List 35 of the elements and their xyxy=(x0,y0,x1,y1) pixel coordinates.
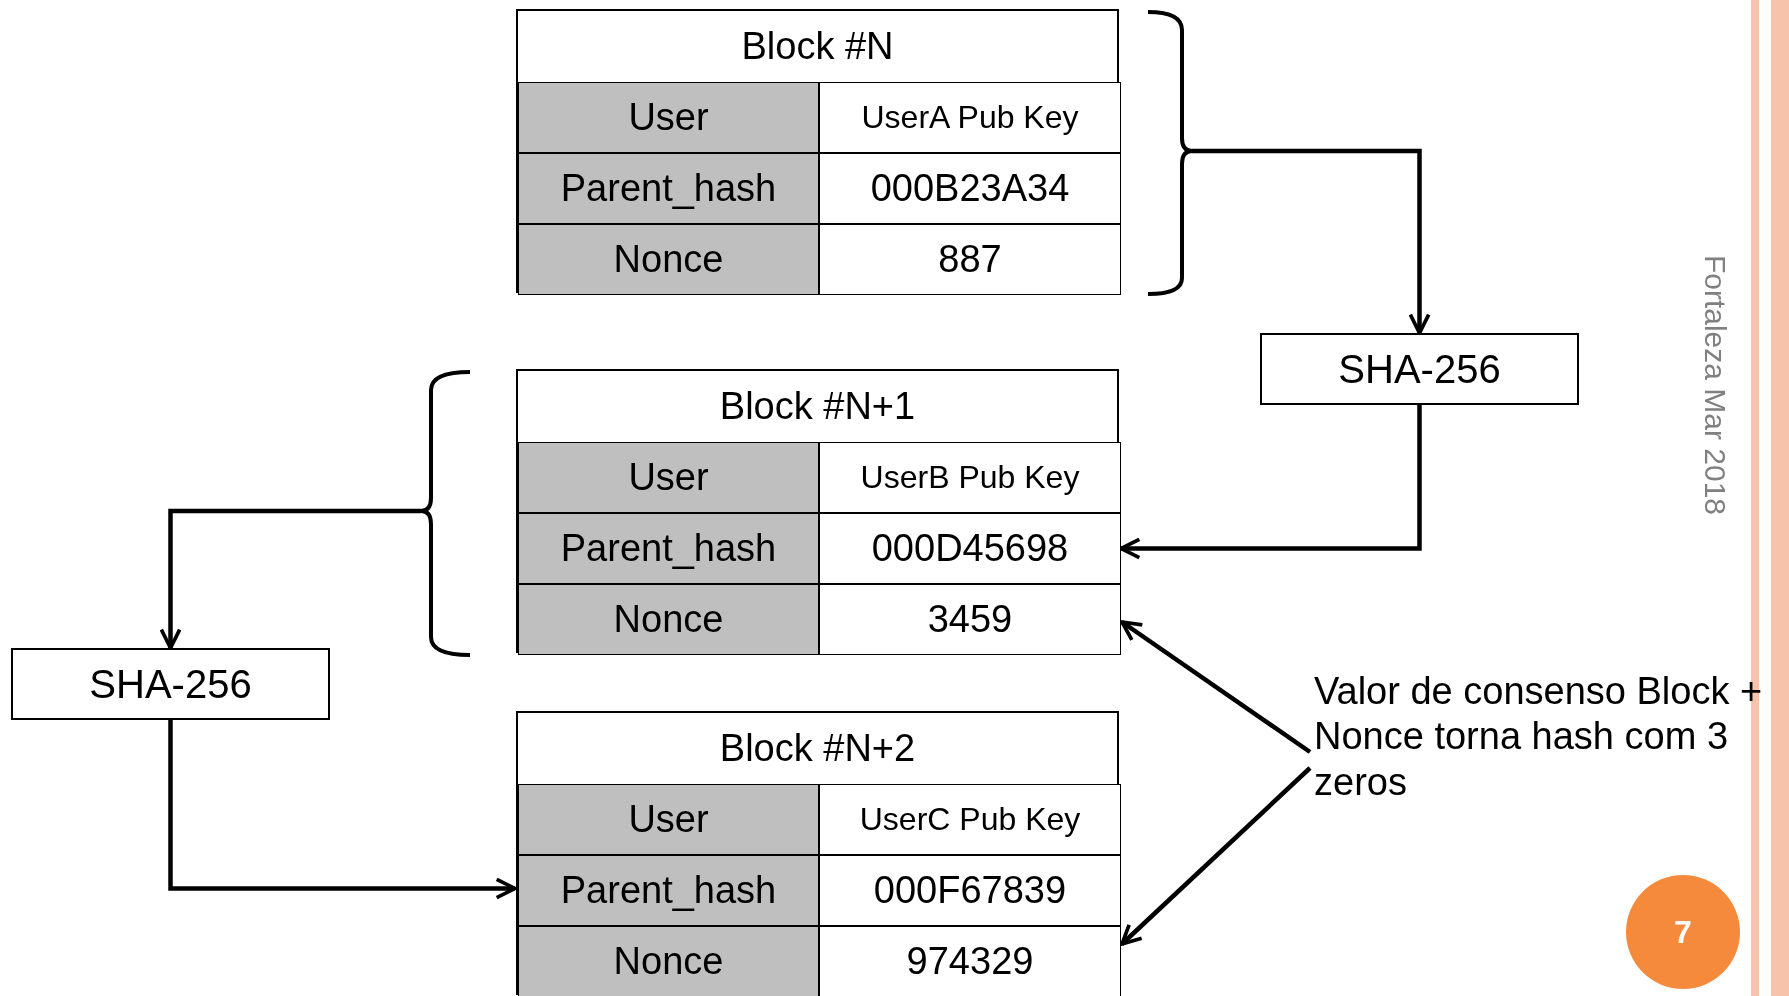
table-cell: 000D45698 xyxy=(819,513,1121,584)
process-box: SHA-256 xyxy=(1260,333,1579,405)
table-cell: User xyxy=(518,784,819,855)
data-table xyxy=(516,369,1119,653)
table-cell: Parent_hash xyxy=(518,855,819,926)
page-number: 7 xyxy=(1626,875,1740,989)
table-cell: Nonce xyxy=(518,926,819,996)
table-cell: User xyxy=(518,442,819,513)
table-cell: 974329 xyxy=(819,926,1121,996)
table-cell: 887 xyxy=(819,224,1121,295)
table-cell: UserC Pub Key xyxy=(819,784,1121,855)
arrow xyxy=(1119,405,1422,560)
table-cell: Parent_hash xyxy=(518,513,819,584)
table-cell: 000B23A34 xyxy=(819,153,1121,224)
table-cell: UserB Pub Key xyxy=(819,442,1121,513)
table-cell: 3459 xyxy=(819,584,1121,655)
arrow xyxy=(1120,620,1312,754)
table-title: Block #N+2 xyxy=(718,726,917,771)
arrow xyxy=(159,508,421,650)
table-title: Block #N+1 xyxy=(718,384,917,429)
arrow xyxy=(1120,766,1312,946)
data-table xyxy=(516,9,1119,293)
table-cell: Nonce xyxy=(518,584,819,655)
process-box: SHA-256 xyxy=(11,648,330,720)
table-title: Block #N xyxy=(740,24,895,69)
arrow xyxy=(1192,148,1431,335)
table-cell: 000F67839 xyxy=(819,855,1121,926)
table-cell: Nonce xyxy=(518,224,819,295)
vertical-footer-text: Fortaleza Mar 2018 xyxy=(1698,253,1732,518)
data-table xyxy=(516,711,1119,995)
note-text: Valor de consenso Block + Nonce torna hash com 3 zeros xyxy=(1314,652,1784,822)
table-cell: UserA Pub Key xyxy=(819,82,1121,153)
table-cell: User xyxy=(518,82,819,153)
table-cell: Parent_hash xyxy=(518,153,819,224)
arrow xyxy=(168,720,517,900)
